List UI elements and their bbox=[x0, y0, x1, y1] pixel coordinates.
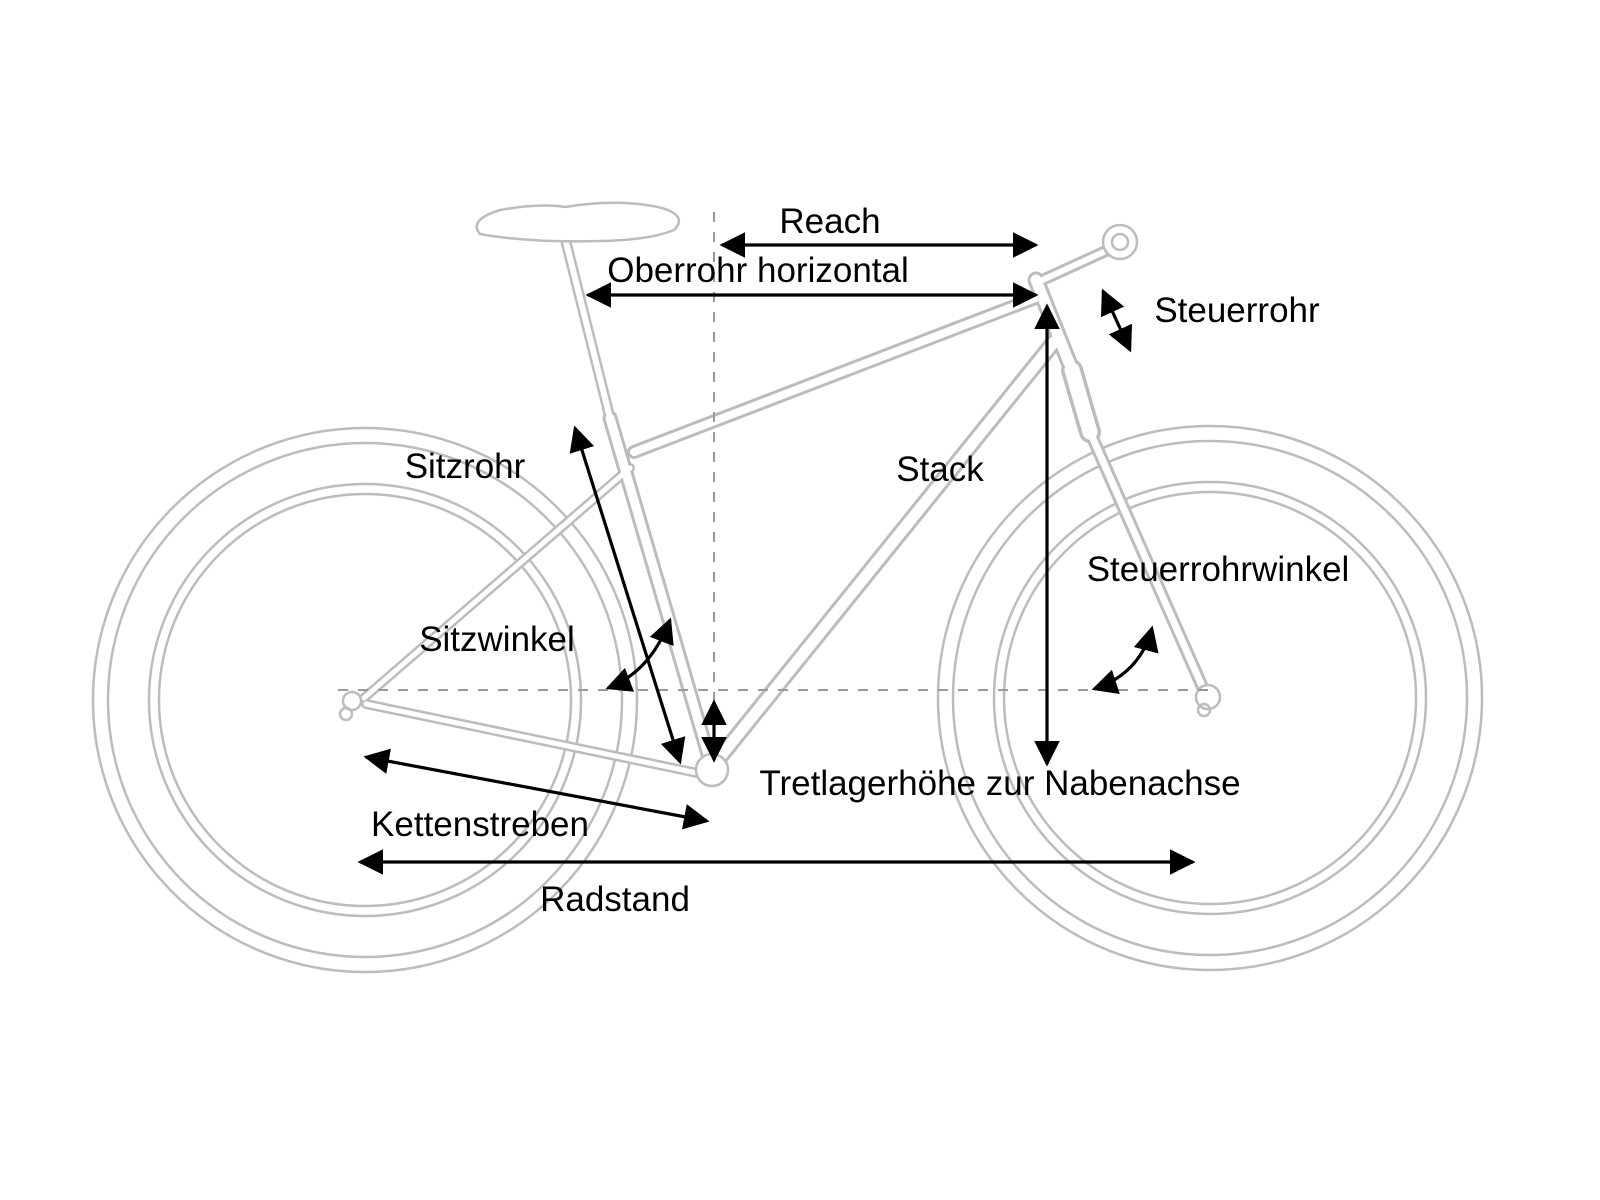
dashed-guides bbox=[338, 212, 1212, 772]
front-dropout-tab bbox=[1196, 702, 1212, 718]
sitzwinkel-arc bbox=[605, 617, 674, 692]
labels: Reach Oberrohr horizontal Steuerrohr Sit… bbox=[371, 202, 1349, 919]
front-tire-outer bbox=[936, 424, 1484, 972]
handlebar-grip bbox=[1101, 223, 1139, 261]
steuerrohr-arrow bbox=[1100, 288, 1133, 353]
front-tire-inner bbox=[951, 439, 1469, 957]
saddle bbox=[475, 201, 681, 243]
label-tretlagerhoehe: Tretlagerhöhe zur Nabenachse bbox=[759, 764, 1240, 803]
steuerrohrwinkel-arc bbox=[1091, 625, 1159, 695]
dimension-arrows bbox=[357, 232, 1196, 875]
grip-inner bbox=[1110, 232, 1130, 252]
rear-dropout bbox=[338, 690, 363, 722]
kettenstreben-arrow bbox=[363, 748, 710, 830]
label-kettenstreben: Kettenstreben bbox=[371, 805, 589, 844]
front-rim-outer bbox=[992, 480, 1428, 916]
label-steuerrohrwinkel: Steuerrohrwinkel bbox=[1087, 550, 1350, 589]
grip-outer bbox=[1101, 223, 1139, 261]
label-sitzrohr: Sitzrohr bbox=[405, 447, 526, 486]
front-wheel bbox=[936, 424, 1484, 972]
sitzrohr-arrow bbox=[569, 425, 686, 765]
label-steuerrohr: Steuerrohr bbox=[1154, 291, 1320, 330]
front-rim-inner bbox=[1002, 490, 1418, 906]
bottom-bracket bbox=[694, 752, 730, 788]
label-radstand: Radstand bbox=[540, 880, 690, 919]
label-reach: Reach bbox=[779, 202, 880, 241]
label-sitzwinkel: Sitzwinkel bbox=[419, 620, 575, 659]
label-oberrohr: Oberrohr horizontal bbox=[607, 251, 909, 290]
frame bbox=[359, 236, 1209, 779]
label-stack: Stack bbox=[896, 450, 984, 489]
derailleur-hanger bbox=[338, 706, 354, 722]
bottom-bracket-shell bbox=[694, 752, 730, 788]
